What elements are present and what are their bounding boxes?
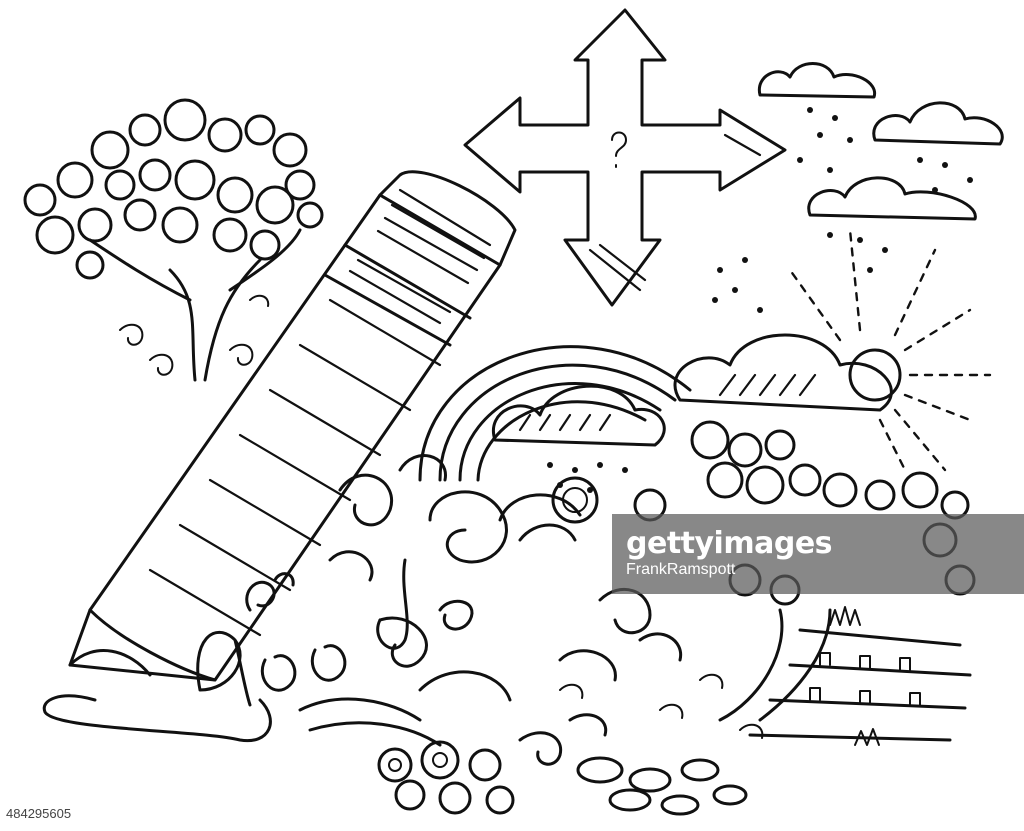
rain-icon bbox=[547, 107, 973, 493]
tree-left-icon bbox=[23, 98, 324, 382]
sun-icon bbox=[788, 228, 992, 472]
watermark-credit: FrankRamspott bbox=[626, 561, 736, 578]
crossroad-arrows-icon bbox=[463, 8, 787, 307]
pencil-icon bbox=[42, 170, 517, 743]
cloud-icon bbox=[491, 62, 1004, 447]
doodle-lettering-icon bbox=[196, 558, 474, 707]
field-lines-icon bbox=[748, 606, 972, 746]
watermark-brand: gettyimages bbox=[626, 526, 833, 561]
stock-id-label: 484295605 bbox=[6, 806, 72, 821]
watermark-banner: gettyimages FrankRamspott bbox=[612, 514, 1024, 594]
flower-swirls-icon bbox=[298, 454, 764, 816]
rainbow-icon bbox=[418, 345, 692, 482]
